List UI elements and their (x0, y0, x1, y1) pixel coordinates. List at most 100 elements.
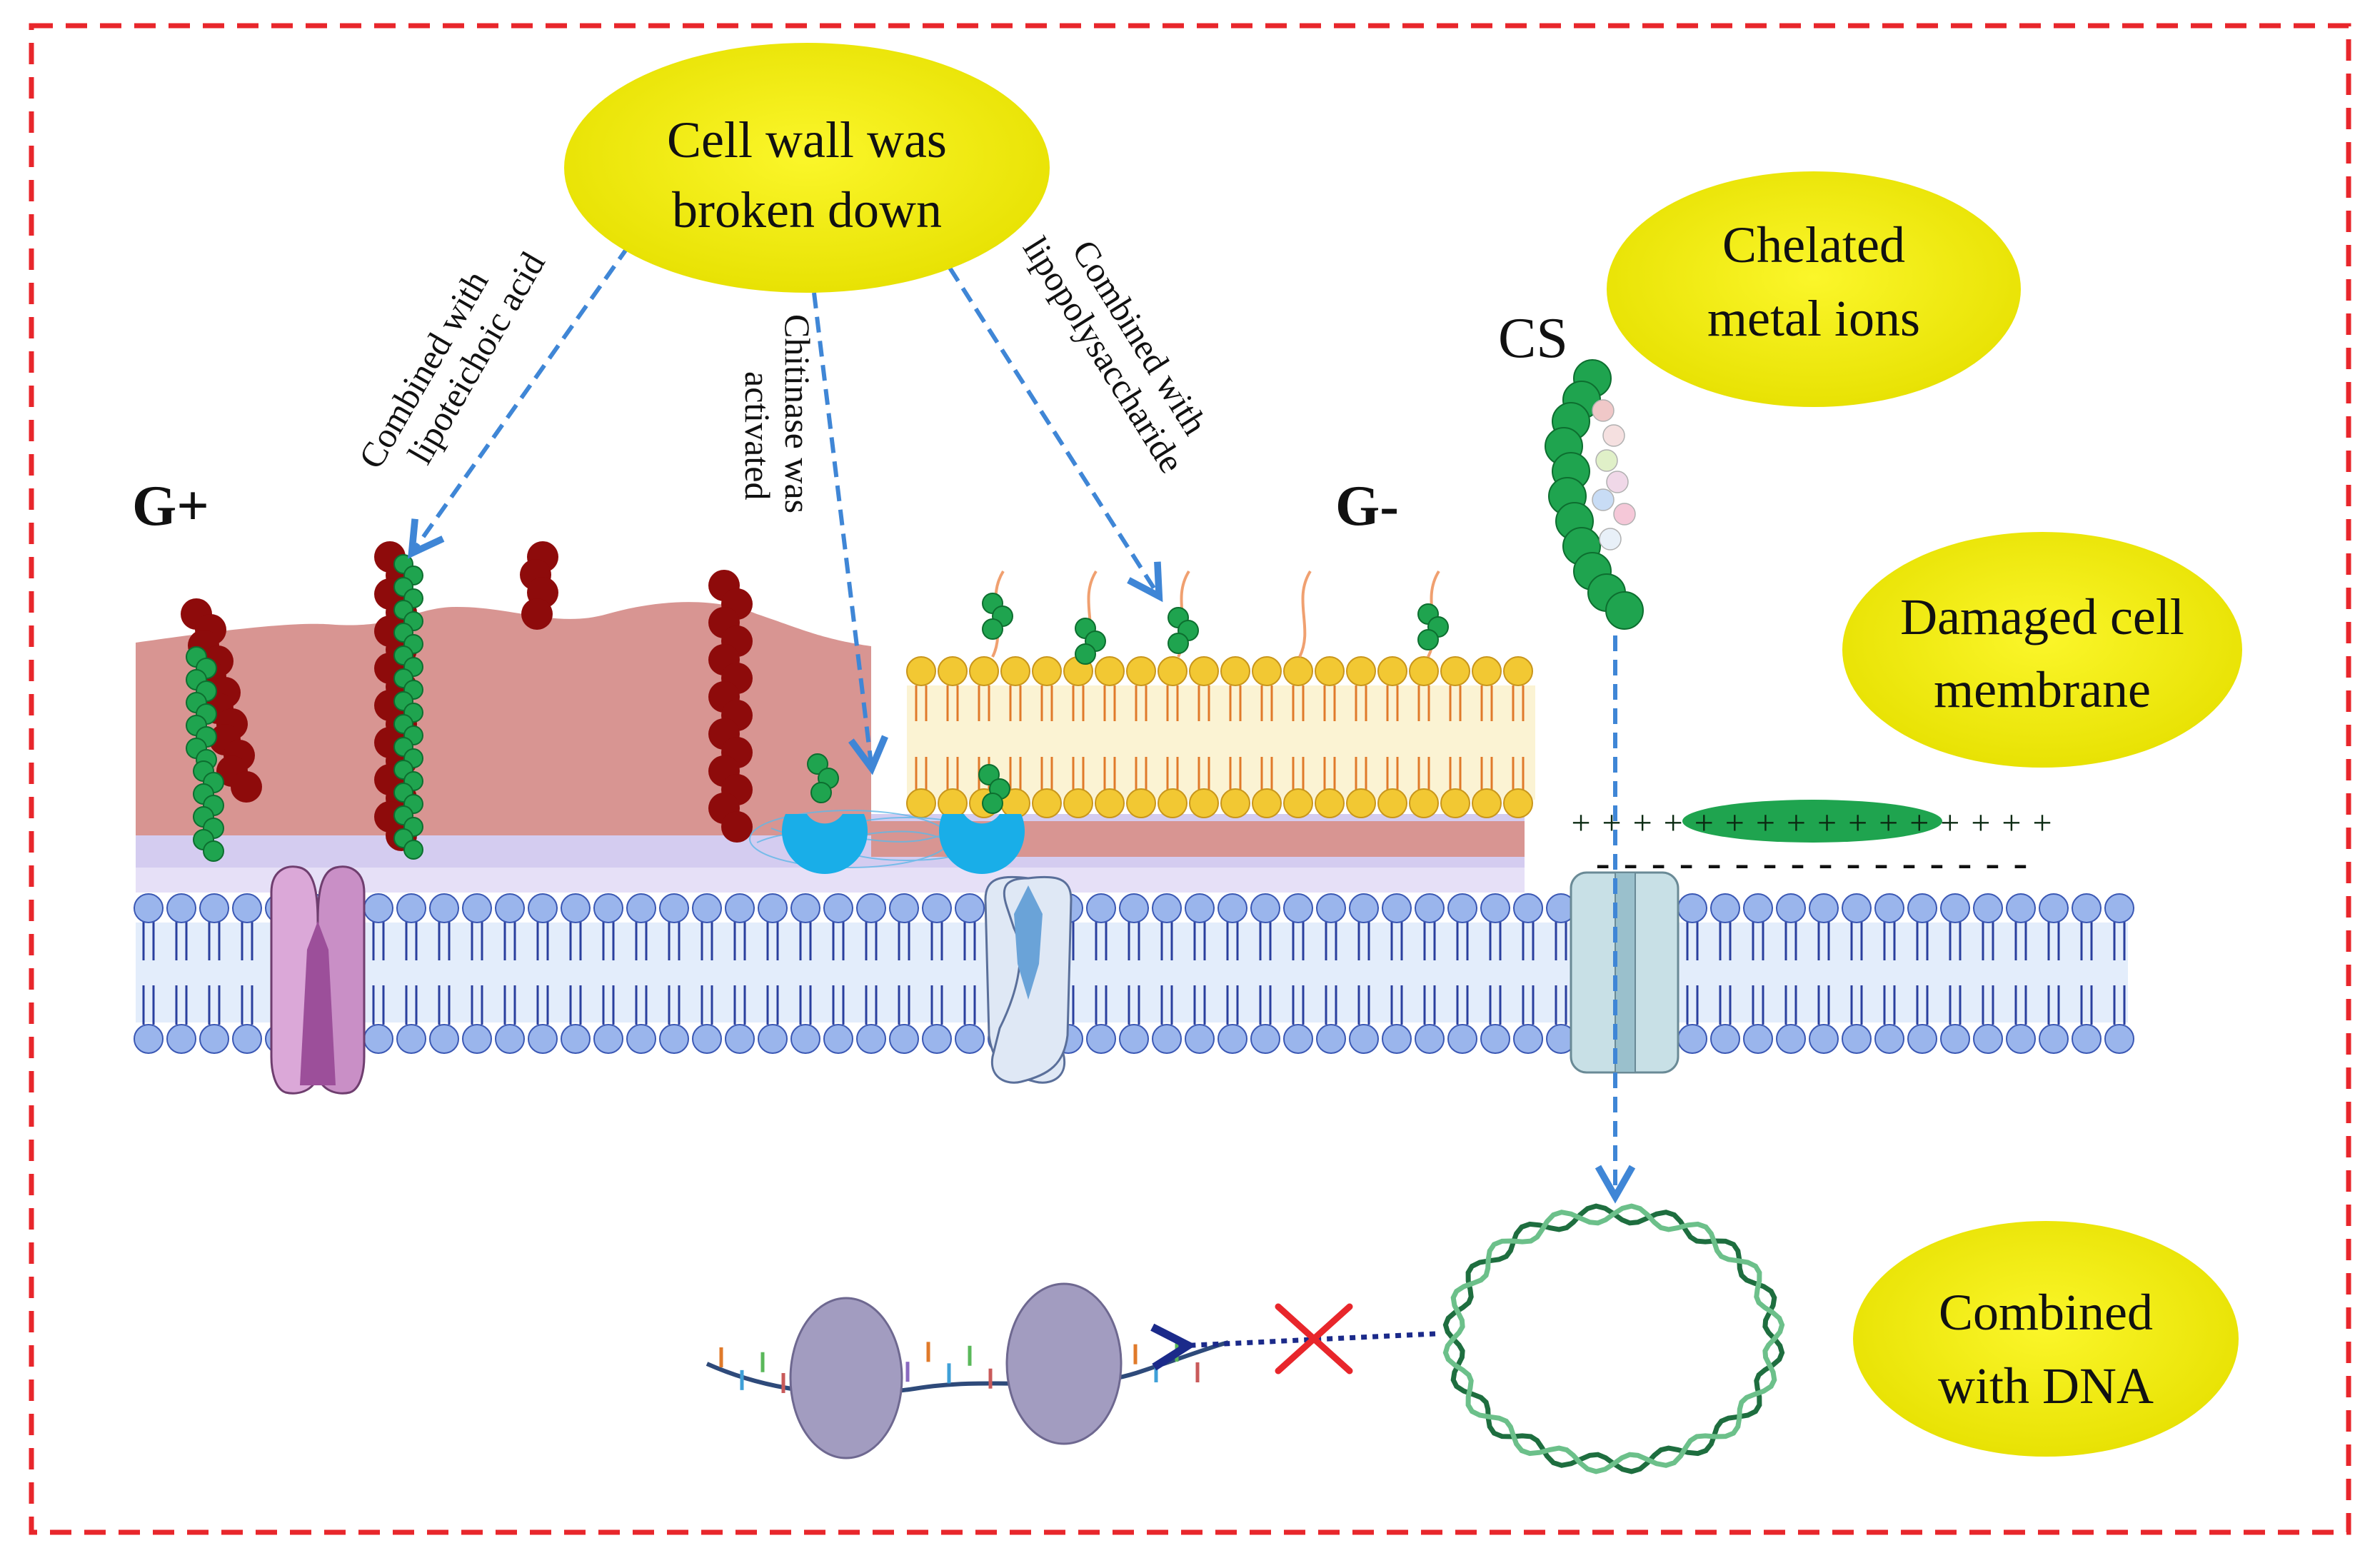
lipid-tail-top (2080, 921, 2093, 960)
bubble-chelated: Chelated metal ions (1607, 171, 2021, 407)
chitosan-bead (982, 793, 1003, 814)
lipid-tail-bottom (1489, 985, 1502, 1025)
lipid-tail-bottom (503, 985, 516, 1025)
lipid-tail-top (1095, 921, 1108, 960)
lipid-head-top (1513, 893, 1543, 923)
lipid-head-top (1480, 893, 1510, 923)
lipid-head-top (1185, 893, 1215, 923)
gram-negative-outer-membrane (906, 570, 1535, 818)
metal-ion (1613, 503, 1636, 526)
lipid-head-top (1677, 893, 1707, 923)
chitinase-enzyme-left (782, 814, 868, 874)
lipid-head-top (2072, 893, 2102, 923)
bubble-combined-dna: Combined with DNA (1853, 1221, 2239, 1457)
lipid-head-bottom (758, 1024, 788, 1054)
lipid-head-bottom (725, 1024, 755, 1054)
lipid-head-bottom (2006, 1024, 2036, 1054)
lipid-head-top (1382, 893, 1412, 923)
lipid-tail-top (536, 921, 549, 960)
outer-lipid-tail-top (1166, 685, 1179, 721)
lipid-tail-bottom (536, 985, 549, 1025)
metal-ion (1592, 488, 1615, 511)
lipid-head-bottom (1513, 1024, 1543, 1054)
outer-lipid-head-top (969, 656, 999, 686)
outer-lipid-head-bottom (1346, 788, 1376, 818)
outer-lipid-tail-bottom (1229, 757, 1242, 793)
outer-lipid-tail-top (1292, 685, 1305, 721)
bubble-dna-line1: Combined (1939, 1284, 2153, 1341)
outer-lipid-head-top (1032, 656, 1062, 686)
bubble-cell-wall-line2: broken down (672, 181, 942, 238)
outer-lipid-tail-top (1260, 685, 1273, 721)
outer-lipid-head-bottom (938, 788, 968, 818)
lipid-head-top (1152, 893, 1182, 923)
lipid-tail-bottom (733, 985, 746, 1025)
outer-lipid-head-top (1252, 656, 1282, 686)
lipid-tail-bottom (766, 985, 779, 1025)
outer-lipid-tail-top (1480, 685, 1493, 721)
lipid-tail-bottom (930, 985, 943, 1025)
channel-protein-purple (270, 865, 366, 1095)
lipid-tail-top (1522, 921, 1535, 960)
outer-lipid-tail-bottom (1355, 757, 1367, 793)
lipid-head-top (561, 893, 591, 923)
ribosome-left (789, 1297, 903, 1459)
lipid-head-bottom (823, 1024, 853, 1054)
lipid-tail-top (733, 921, 746, 960)
lipid-tail-top (241, 921, 253, 960)
outer-lipid-tail-top (1229, 685, 1242, 721)
outer-lipid-tail-top (1197, 685, 1210, 721)
lipid-tail-bottom (438, 985, 451, 1025)
bubble-cell-wall-broken: Cell wall was broken down (564, 43, 1050, 293)
lipid-head-top (692, 893, 722, 923)
lipid-head-bottom (790, 1024, 820, 1054)
outer-lipid-tail-bottom (1009, 757, 1022, 793)
lipid-tail-bottom (1390, 985, 1403, 1025)
outer-membrane-core (907, 685, 1535, 800)
bubble-cell-wall-line1: Cell wall was (667, 111, 947, 169)
outer-lipid-tail-top (1386, 685, 1399, 721)
lipid-tail-top (1357, 921, 1370, 960)
lipid-tail-bottom (1292, 985, 1305, 1025)
lipid-head-bottom (1710, 1024, 1740, 1054)
lipid-head-bottom (1776, 1024, 1806, 1054)
outer-lipid-tail-top (1135, 685, 1148, 721)
lipid-head-top (1119, 893, 1149, 923)
lipid-head-bottom (955, 1024, 985, 1054)
bubble-chelated-line1: Chelated (1722, 216, 1905, 273)
lipid-head-bottom (232, 1024, 262, 1054)
outer-lipid-head-top (1220, 656, 1250, 686)
lipid-head-top (1743, 893, 1773, 923)
outer-lipid-tail-top (1512, 685, 1525, 721)
lipid-head-top (856, 893, 886, 923)
lipid-tail-top (438, 921, 451, 960)
lipid-head-bottom (1743, 1024, 1773, 1054)
lipid-head-top (363, 893, 393, 923)
lipid-head-top (2104, 893, 2134, 923)
outer-lipid-tail-bottom (1292, 757, 1305, 793)
outer-lipid-tail-top (1323, 685, 1336, 721)
lipid-tail-top (1390, 921, 1403, 960)
lipid-head-top (2039, 893, 2069, 923)
lipid-head-top (659, 893, 689, 923)
chitosan-bead (807, 753, 828, 775)
lipid-head-bottom (1283, 1024, 1313, 1054)
lipid-head-top (495, 893, 525, 923)
lipid-tail-top (1325, 921, 1337, 960)
lipid-tail-bottom (701, 985, 713, 1025)
lipid-tail-top (832, 921, 845, 960)
lipid-head-bottom (856, 1024, 886, 1054)
lipid-tail-bottom (569, 985, 582, 1025)
lipid-tail-top (405, 921, 418, 960)
positive-charge-row: + + + + + + + + + + + + + + + + (1571, 804, 2053, 842)
lipid-tail-top (372, 921, 385, 960)
lipid-head-top (528, 893, 558, 923)
outer-lipid-head-bottom (1126, 788, 1156, 818)
negative-charge-row: - - - - - - - - - - - - - - - - (1596, 839, 2029, 886)
lipid-head-bottom (462, 1024, 492, 1054)
outer-lipid-head-top (1503, 656, 1533, 686)
lipid-tail-bottom (241, 985, 253, 1025)
lipid-head-bottom (1250, 1024, 1280, 1054)
lipid-tail-top (963, 921, 976, 960)
lipid-head-top (2006, 893, 2036, 923)
